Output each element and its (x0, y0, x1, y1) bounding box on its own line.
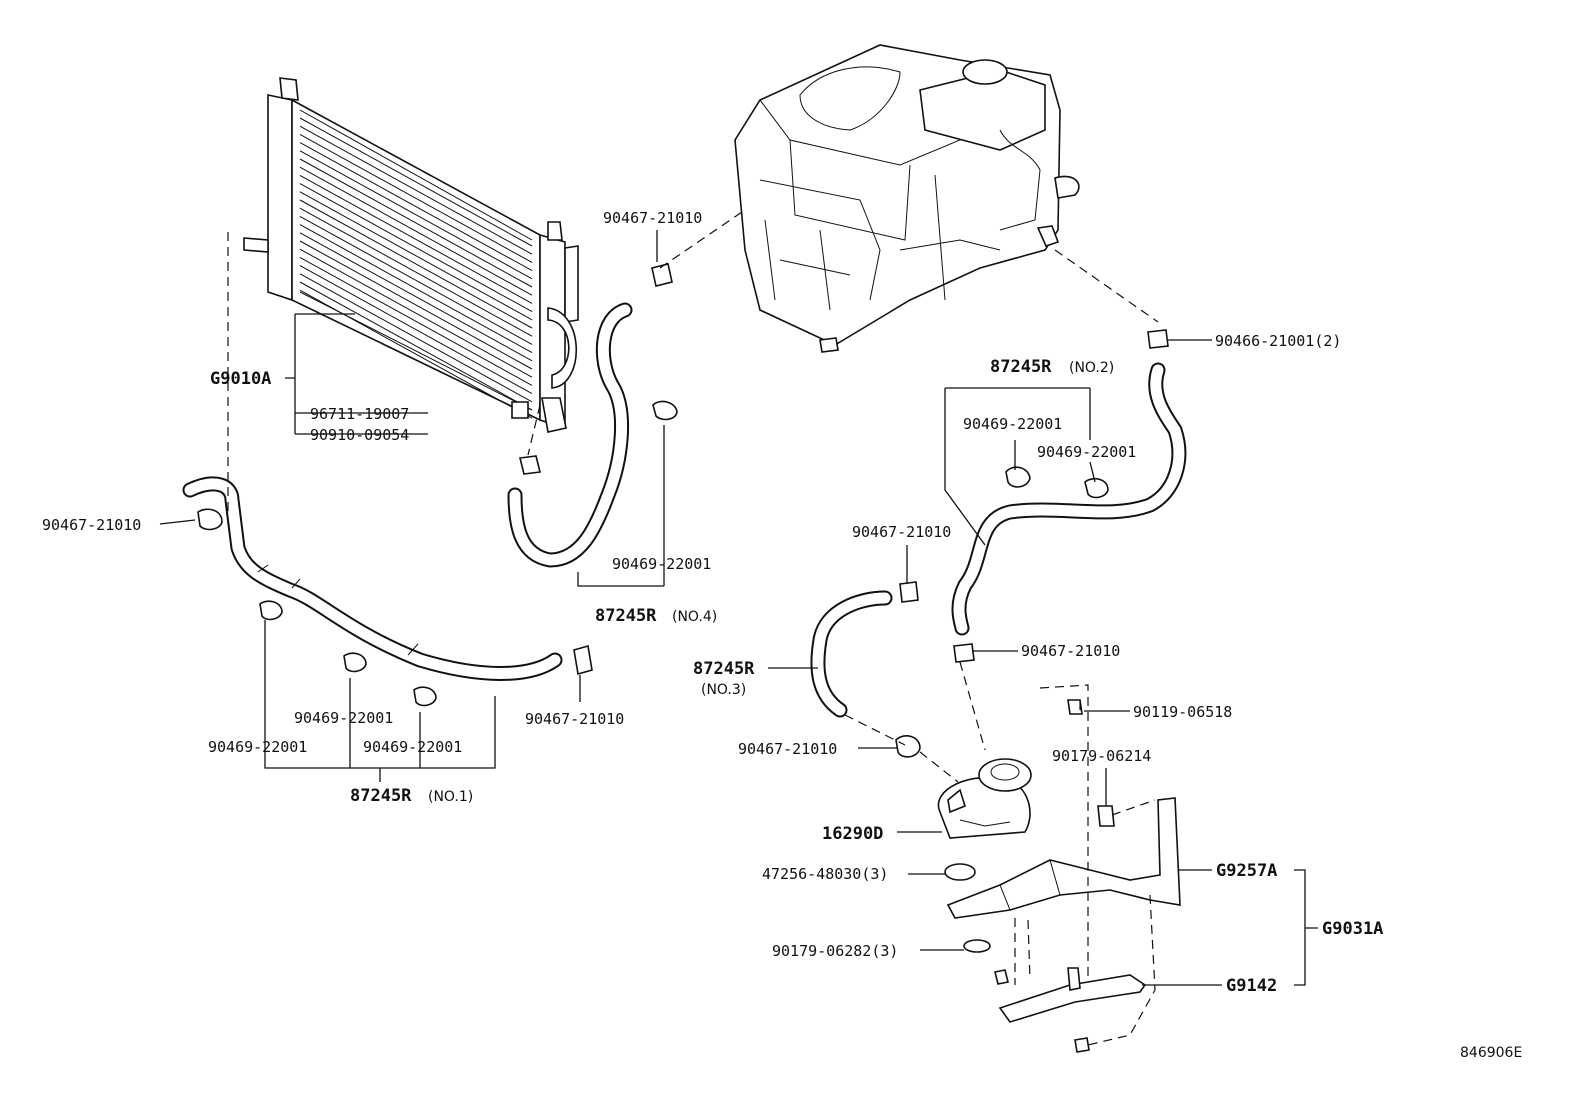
label-87245r-no3[interactable]: 87245R (693, 659, 755, 679)
inverter-assembly[interactable] (734, 44, 1080, 353)
label-90467-left[interactable]: 90467-21010 (42, 516, 141, 534)
bracket-g9257a[interactable] (944, 797, 1181, 953)
label-90469-c[interactable]: 90469-22001 (363, 738, 462, 756)
label-47256[interactable]: 47256-48030(3) (762, 865, 888, 883)
radiator-fin (299, 199, 533, 329)
radiator-fin (299, 133, 533, 263)
label-90119[interactable]: 90119-06518 (1133, 703, 1232, 721)
radiator-fin (299, 207, 533, 337)
label-90467-no1[interactable]: 90467-21010 (525, 710, 624, 728)
radiator-fin (299, 240, 533, 370)
hose-clamps[interactable] (197, 263, 1169, 758)
label-90910-09054[interactable]: 90910-09054 (310, 426, 409, 444)
label-90467-mid[interactable]: 90467-21010 (852, 523, 951, 541)
radiator-fin (299, 265, 533, 395)
assembly-lines (227, 211, 1159, 1046)
radiator-fin (299, 224, 533, 354)
radiator-fin (299, 273, 533, 403)
label-96711-19007[interactable]: 96711-19007 (310, 405, 409, 423)
label-g9257a[interactable]: G9257A (1216, 861, 1277, 881)
label-no2: (NO.2) (1069, 360, 1114, 376)
label-no3: (NO.3) (701, 682, 746, 698)
radiator-fin (299, 256, 533, 386)
radiator-fin (299, 142, 533, 272)
radiator-fin (299, 150, 533, 280)
radiator-fin (299, 174, 533, 304)
label-90467-upper[interactable]: 90467-21010 (603, 209, 702, 227)
radiator-fin (299, 289, 533, 419)
radiator-fin (299, 215, 533, 345)
radiator-fin (299, 158, 533, 288)
label-90469-b[interactable]: 90469-22001 (208, 738, 307, 756)
radiator-fin (299, 248, 533, 378)
label-g9010a[interactable]: G9010A (210, 369, 271, 389)
label-no1: (NO.1) (428, 789, 473, 805)
bracket-g9142[interactable] (994, 699, 1147, 1053)
label-90467-right[interactable]: 90467-21010 (1021, 642, 1120, 660)
label-87245r-no1[interactable]: 87245R (350, 786, 412, 806)
label-90179-06282[interactable]: 90179-06282(3) (772, 942, 898, 960)
radiator-fin (299, 191, 533, 321)
label-g9142[interactable]: G9142 (1226, 976, 1277, 996)
leader-lines (159, 230, 1318, 986)
label-90467-low[interactable]: 90467-21010 (738, 740, 837, 758)
hose-87245r-no4[interactable] (507, 302, 633, 568)
radiator-fin (299, 125, 533, 255)
radiator-fin (299, 281, 533, 411)
hose-87245r-no3[interactable] (810, 590, 893, 718)
part-labels: G9010A 96711-19007 90910-09054 90467-210… (42, 209, 1522, 1061)
radiator-fin (299, 232, 533, 362)
label-90469-no2b[interactable]: 90469-22001 (1037, 443, 1136, 461)
radiator-fin (299, 183, 533, 313)
label-87245r-no2[interactable]: 87245R (990, 357, 1052, 377)
label-90469-no2a[interactable]: 90469-22001 (963, 415, 1062, 433)
label-87245r-no4[interactable]: 87245R (595, 606, 657, 626)
radiator-fin (299, 117, 533, 247)
hose-87245r-no1[interactable] (182, 476, 563, 681)
label-g9031a[interactable]: G9031A (1322, 919, 1383, 939)
radiator-fin (299, 166, 533, 296)
hose-87245r-no2[interactable] (951, 362, 1187, 636)
water-pump-16290d[interactable] (937, 758, 1032, 839)
label-90179-06214[interactable]: 90179-06214 (1052, 747, 1151, 765)
label-90469-no4[interactable]: 90469-22001 (612, 555, 711, 573)
diagram-id: 846906E (1460, 1045, 1522, 1061)
label-16290d[interactable]: 16290D (822, 824, 883, 844)
label-no4: (NO.4) (672, 609, 717, 625)
label-90469-a[interactable]: 90469-22001 (294, 709, 393, 727)
label-90466[interactable]: 90466-21001(2) (1215, 332, 1341, 350)
radiator-assembly[interactable] (243, 77, 579, 433)
